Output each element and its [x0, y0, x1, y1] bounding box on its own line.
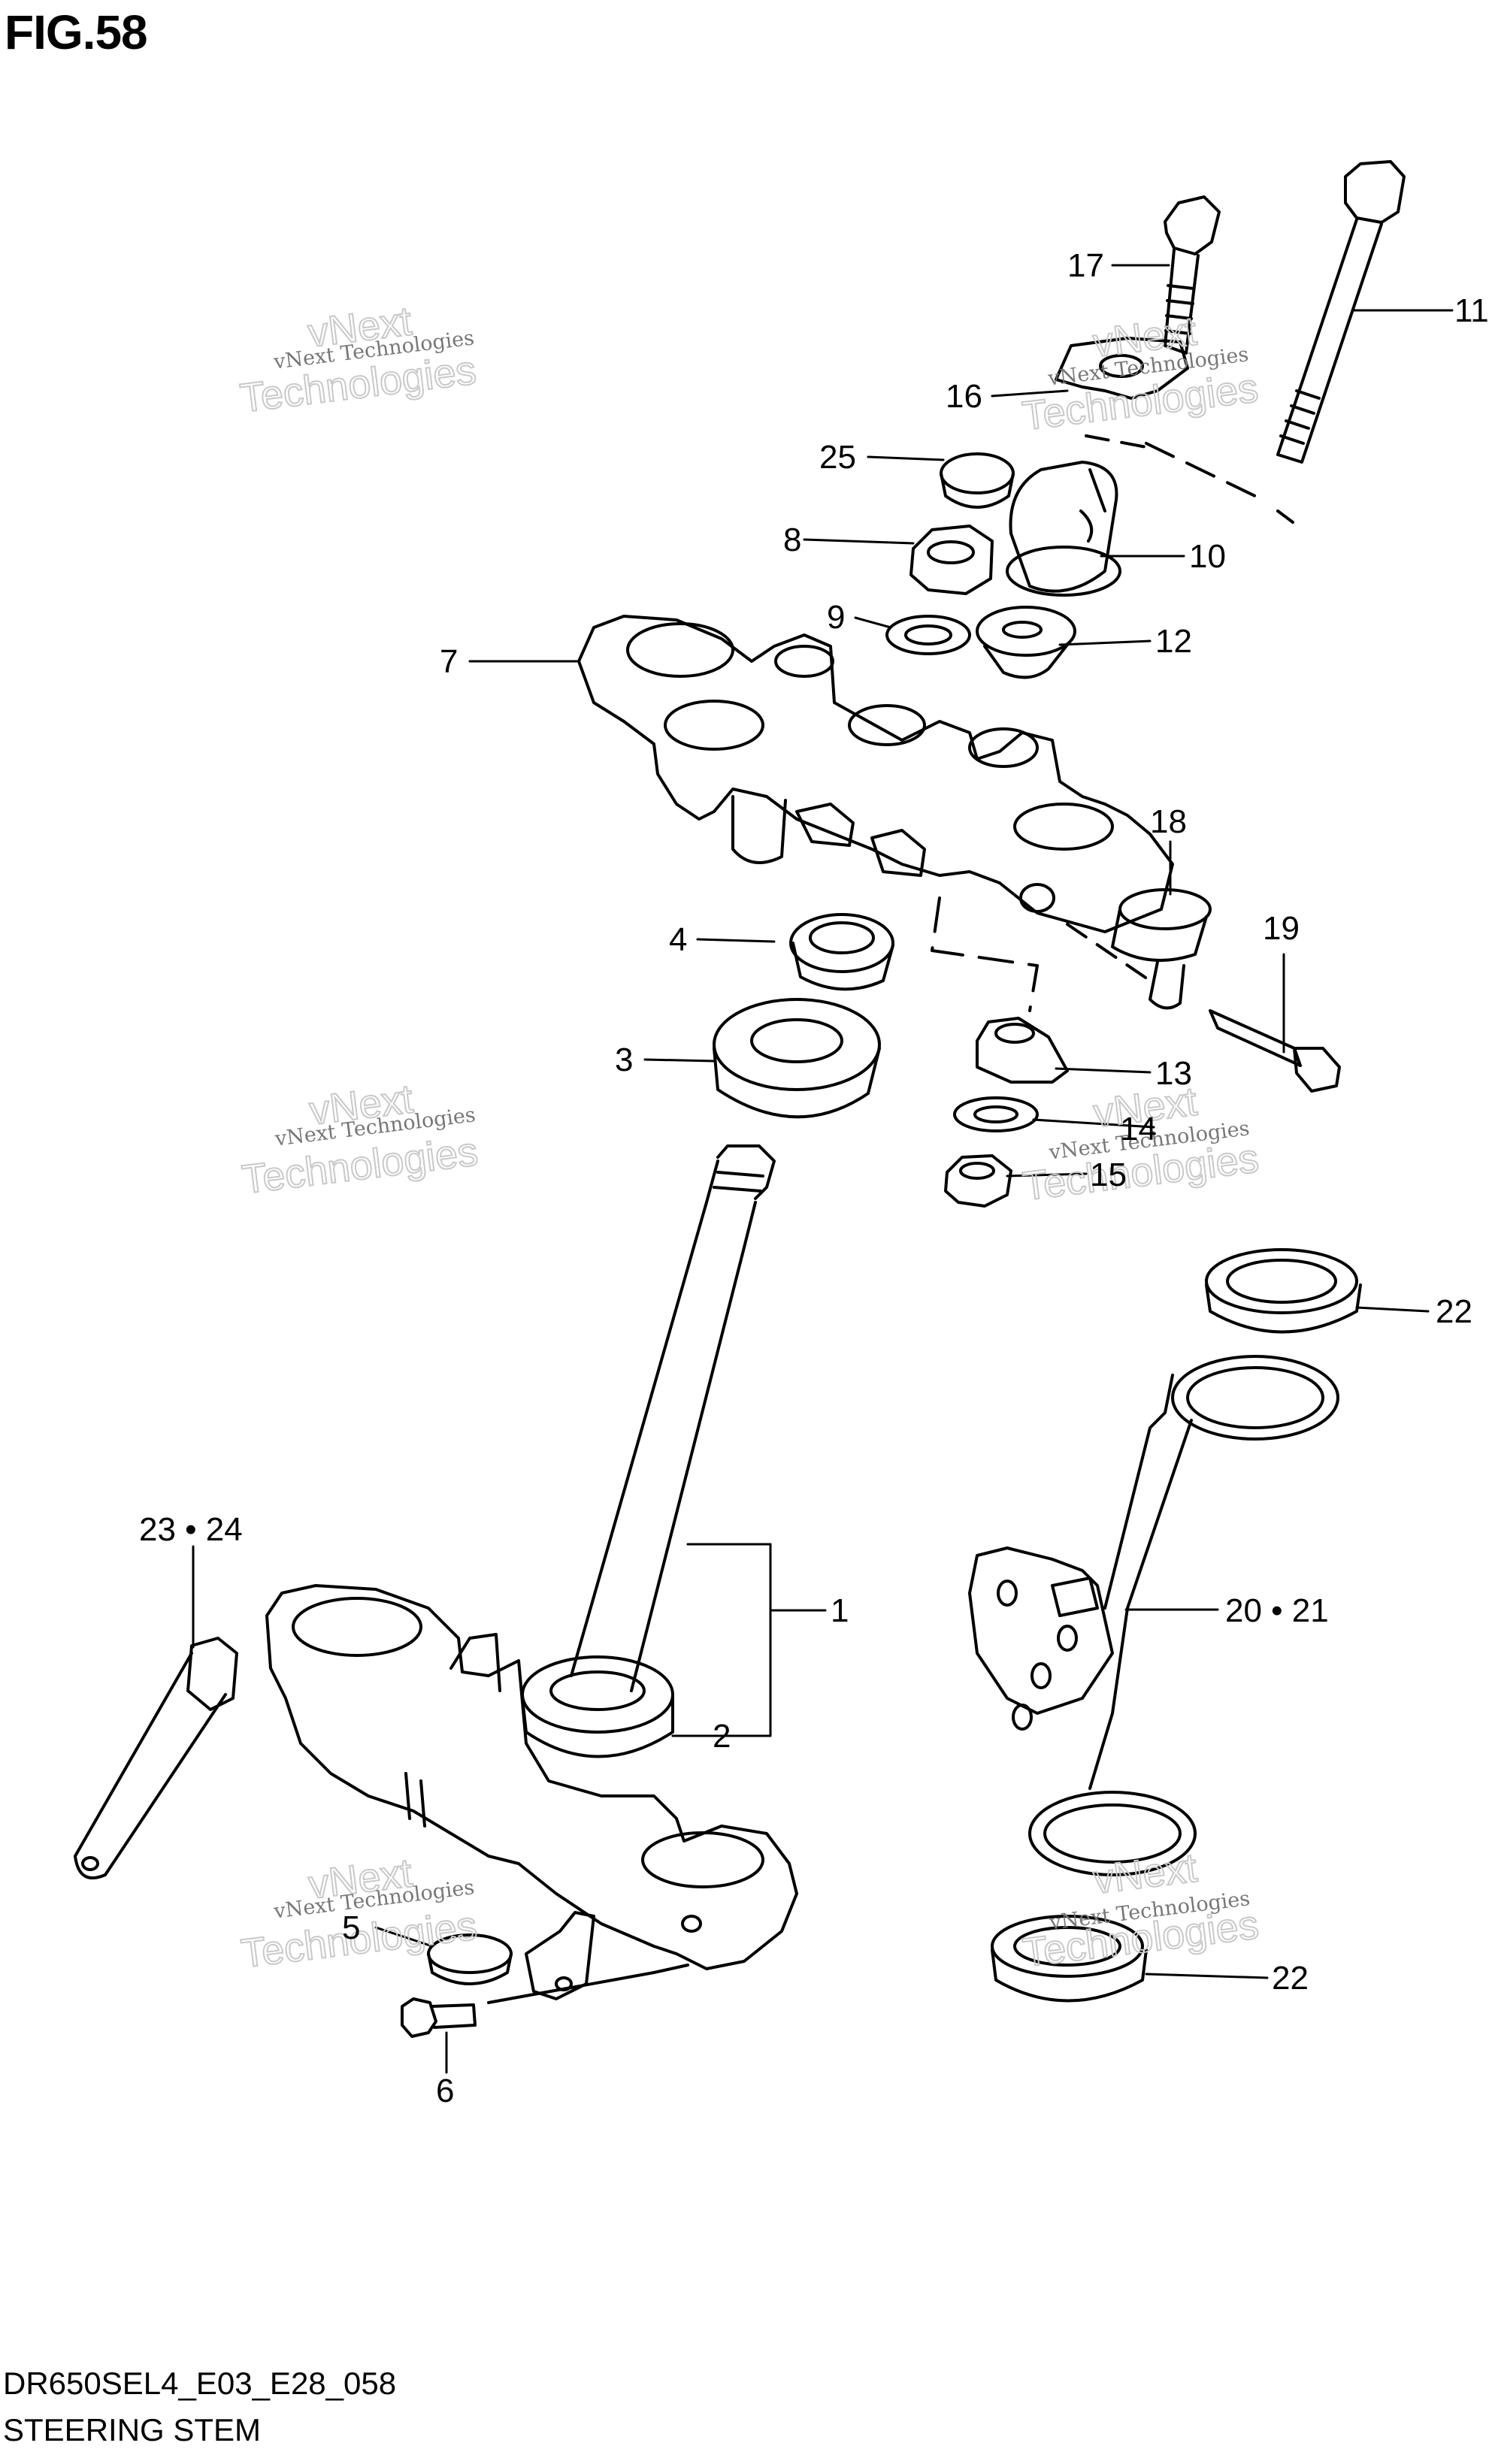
part-6-bolt — [401, 1997, 477, 2038]
part-14-washer — [953, 1096, 1039, 1132]
part-10-holder — [1006, 461, 1121, 597]
diagram-name: STEERING STEM — [3, 2412, 262, 2447]
callout-8[interactable]: 8 — [783, 522, 801, 558]
callout-13[interactable]: 13 — [1155, 1055, 1192, 1092]
part-22-upper-grommet — [1205, 1248, 1362, 1334]
callout-14[interactable]: 14 — [1120, 1111, 1157, 1147]
part-19-bolt — [1209, 1009, 1341, 1093]
part-23-24-arm — [74, 1637, 238, 1879]
part-7-upper-bracket — [577, 615, 1174, 933]
callout-1[interactable]: 1 — [831, 1592, 849, 1629]
part-11-long-bolt — [1276, 160, 1406, 464]
lower-bracket — [265, 1584, 798, 1970]
watermark-2: Technologies vNext vNext Technologies — [1019, 308, 1261, 440]
part-1-steering-stem — [570, 1144, 776, 1692]
part-13-cushion — [976, 1017, 1069, 1084]
part-15-nut — [944, 1154, 1012, 1208]
watermark-3: Technologies vNext vNext Technologies — [239, 1075, 481, 1203]
callout-5[interactable]: 5 — [342, 1909, 360, 1946]
part-18-damper — [1111, 888, 1212, 1010]
callout-11[interactable]: 11 — [1454, 292, 1489, 329]
part-22-lower-grommet — [991, 1915, 1148, 2003]
part-16-clamp — [1055, 337, 1189, 400]
callout-10[interactable]: 10 — [1189, 538, 1226, 575]
callout-9[interactable]: 9 — [827, 599, 845, 636]
callout-7[interactable]: 7 — [440, 643, 458, 680]
callout-12[interactable]: 12 — [1155, 623, 1192, 660]
callout-22-upper[interactable]: 22 — [1436, 1293, 1472, 1330]
part-8-nut — [909, 525, 994, 595]
callout-2[interactable]: 2 — [713, 1718, 731, 1755]
callout-4[interactable]: 4 — [669, 921, 687, 958]
part-20-21-bracket — [968, 1355, 1339, 1876]
watermark-1: Technologies vNext vNext Technologies — [237, 298, 479, 422]
callout-18[interactable]: 18 — [1150, 803, 1187, 840]
part-4-ring-nut — [789, 913, 894, 991]
leader-lines — [192, 264, 1454, 2074]
callout-23-24[interactable]: 23 • 24 — [139, 1511, 243, 1548]
callout-22-lower[interactable]: 22 — [1272, 1960, 1309, 1997]
part-12-cushion — [976, 606, 1076, 679]
callout-19[interactable]: 19 — [1263, 910, 1300, 947]
callout-17[interactable]: 17 — [1067, 247, 1104, 284]
callout-3[interactable]: 3 — [615, 1042, 633, 1078]
part-17-bolt — [1164, 195, 1221, 355]
figure-title: FIG.58 — [5, 5, 148, 59]
svg-text:vNext: vNext — [1091, 1846, 1199, 1903]
part-2-lower-bearing — [521, 1655, 674, 1758]
part-3-bearing — [713, 998, 881, 1119]
part-25-cap — [940, 452, 1015, 509]
callout-15[interactable]: 15 — [1090, 1156, 1127, 1193]
callout-25[interactable]: 25 — [819, 439, 856, 476]
callout-labels: 15 17 11 16 25 10 8 9 12 7 18 19 4 13 3 … — [139, 247, 1489, 2109]
callout-6[interactable]: 6 — [436, 2072, 454, 2109]
diagram-code: DR650SEL4_E03_E28_058 — [3, 2366, 397, 2401]
callout-20-21[interactable]: 20 • 21 — [1225, 1592, 1329, 1629]
callout-16[interactable]: 16 — [946, 378, 982, 415]
part-9-washer — [885, 615, 971, 655]
